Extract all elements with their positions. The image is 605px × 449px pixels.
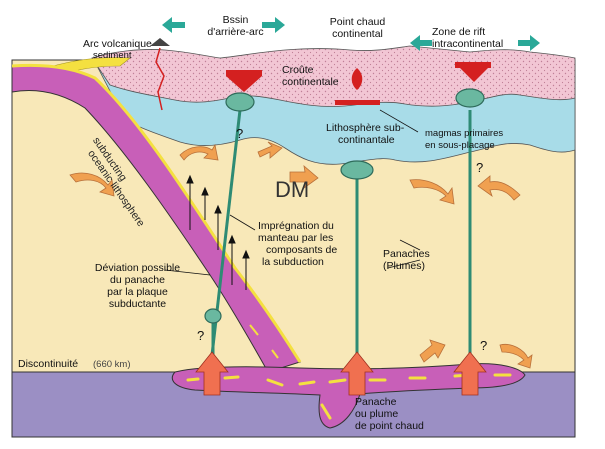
- question-mark-3: ?: [480, 338, 488, 353]
- label-impreg-3: composants de: [266, 244, 338, 256]
- convection-arrows: [69, 141, 533, 369]
- label-magmas-2: en sous-placage: [425, 140, 495, 151]
- plume-heads: [204, 88, 485, 324]
- label-panaches-1: Panaches: [383, 248, 430, 260]
- label-impreg-1: Imprégnation du: [258, 220, 334, 232]
- upwelling-arrows: [195, 351, 487, 396]
- impregnation-arrows: [186, 174, 250, 290]
- label-point-chaud-2: continental: [332, 28, 383, 40]
- label-litho-1: Lithosphère sub-: [326, 122, 405, 134]
- label-croute-1: Croûte: [282, 64, 314, 76]
- label-bassin-2: d'arrière-arc: [207, 26, 264, 38]
- label-plume-2: ou plume: [355, 408, 399, 420]
- label-deviation-3: par la plaque: [107, 286, 168, 298]
- continental-crust: [91, 45, 576, 107]
- extension-arrows: [162, 17, 540, 51]
- label-plume-1: Panache: [355, 396, 397, 408]
- label-discontinuite: Discontinuité: [18, 358, 79, 370]
- slab-dashes: [249, 324, 279, 359]
- label-deviation-4: subductante: [108, 298, 167, 310]
- pointer-lines: [164, 109, 421, 276]
- question-mark-2: ?: [476, 160, 484, 175]
- question-mark-4: ?: [197, 328, 205, 343]
- label-magmas-1: magmas primaires: [425, 128, 504, 139]
- label-litho-2: continantale: [338, 134, 395, 146]
- label-plume-3: de point chaud: [355, 420, 424, 432]
- magma-bodies: [150, 38, 491, 105]
- label-croute-2: continentale: [282, 76, 339, 88]
- label-dm: DM: [275, 177, 310, 202]
- label-bassin-1: Bssin: [222, 14, 249, 26]
- label-point-chaud-1: Point chaud: [329, 16, 386, 28]
- arc-feeder: [155, 47, 165, 111]
- pool-yellow-dashes: [186, 373, 512, 420]
- plume-pool: [171, 363, 526, 429]
- label-deviation-1: Déviation possible: [94, 262, 181, 274]
- slab-top-edge: [11, 63, 302, 363]
- label-impreg-4: la subduction: [262, 256, 324, 268]
- question-mark-1: ?: [236, 126, 244, 141]
- label-discontinuite-depth: (660 km): [93, 359, 131, 370]
- label-arc-volcanique: Arc volcanique: [83, 38, 152, 50]
- label-rift-2: intracontinental: [432, 38, 504, 50]
- label-rift-1: Zone de rift: [432, 26, 486, 38]
- label-sediment: sediment: [93, 50, 132, 61]
- label-deviation-2: du panache: [110, 274, 165, 286]
- label-impreg-2: manteau par les: [258, 232, 334, 244]
- label-panaches-2: (Plumes): [383, 260, 426, 272]
